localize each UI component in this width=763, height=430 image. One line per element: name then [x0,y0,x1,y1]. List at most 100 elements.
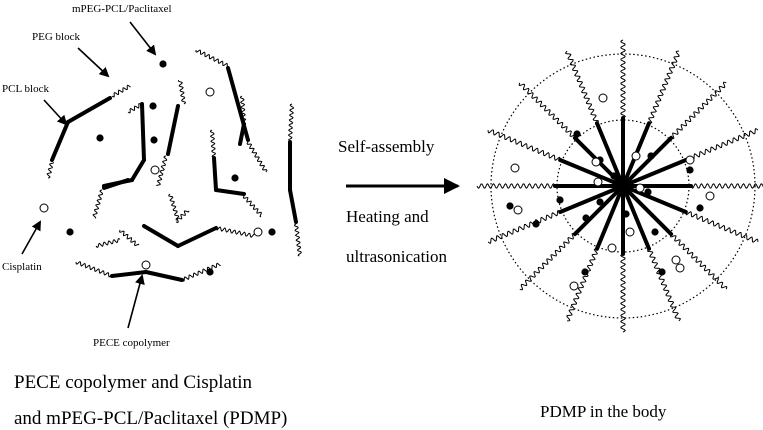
peg-block-chain [95,237,121,248]
pcl-block-segment [166,104,180,156]
pcl-block-segment [212,156,218,192]
peg-block-chain [210,129,217,159]
cisplatin-circle [671,255,681,265]
cisplatin-circle [631,151,641,161]
caption-right: PDMP in the body [540,402,667,421]
cisplatin-circle [141,260,151,270]
corona-peg-chain [685,211,759,243]
paclitaxel-dot [150,136,158,144]
corona-peg-chain [487,210,561,244]
paclitaxel-dot [622,210,630,218]
cisplatin-label-arrow [21,220,41,255]
pcl-block-segment [110,270,148,278]
peg-block-chain [195,49,228,68]
pcl-block-segment [214,188,246,196]
peg-block-chain [168,193,180,221]
cisplatin-circle [510,163,520,173]
core-pcl-arm [594,184,625,251]
corona-peg-chain [669,233,728,290]
paclitaxel-dot [651,228,659,236]
cisplatin-circle [607,243,617,253]
peg-block-chain [119,229,140,247]
cisplatin-circle [205,87,215,97]
label-arrows [21,21,157,329]
paclitaxel-dot [610,172,618,180]
pcl-block-segment [140,102,146,162]
core-pcl-arm [594,121,625,188]
paclitaxel-dot [647,152,655,160]
caption-left-line1: PECE copolymer and Cisplatin [14,372,253,393]
pcl-block-segment [176,226,218,248]
cisplatin-circle [593,177,603,187]
corona-peg-chain [518,82,577,139]
cisplatin-circle [675,263,685,273]
core-pcl-arm [621,184,674,237]
cisplatin-circle [625,227,635,237]
corona-peg-chain [648,50,680,124]
cisplatin-circle [569,281,579,291]
paclitaxel-dot [268,228,276,236]
paclitaxel-dot [506,202,514,210]
pcl-block-segment [226,66,250,142]
paclitaxel-dot [206,268,214,276]
pcl-block-segment [50,120,70,162]
peg-label-arrow [77,47,110,78]
corona-peg-chain [487,129,561,161]
cisplatin-circle [635,183,645,193]
corona-peg-chain [647,248,681,322]
corona-peg-chain [690,183,763,189]
self-assembly-label: Self-assembly [338,137,435,156]
pece-copolymer-label: PECE copolymer [93,337,170,349]
core-pcl-arm [572,184,625,237]
peg-block-chain [242,195,262,218]
corona-peg-chain [566,248,598,322]
peg-block-label: PEG block [32,31,80,43]
core-pcl-arm [621,135,674,188]
peg-block-chain [127,102,144,114]
corona-peg-chain [620,39,626,119]
corona-peg-chain [670,81,727,140]
paclitaxel-dot [644,188,652,196]
paclitaxel-dot [582,214,590,222]
peg-block-chain [239,95,247,123]
peg-block-chain [175,210,190,224]
core-pcl-arm [621,184,688,215]
heating-label-line1: Heating and [346,207,429,226]
corona-peg-chain [519,232,576,291]
paclitaxel-dot [231,174,239,182]
mpeg-label-arrow [129,21,157,56]
peg-block-chain [287,103,295,141]
pcl-block-segment [66,96,112,124]
cisplatin-label: Cisplatin [2,261,42,273]
pcl-label-arrow [43,99,68,126]
paclitaxel-dot [159,60,167,68]
cisplatin-circle [513,205,523,215]
micelle-outer-boundary [490,53,756,319]
paclitaxel-dot [696,204,704,212]
core-pcl-arm [558,184,625,215]
peg-block-chain [156,155,168,187]
paclitaxel-dot [658,268,666,276]
left-panel-mixture [39,49,302,282]
paclitaxel-dot [66,228,74,236]
cisplatin-circle [150,165,160,175]
corona-peg-chain [565,50,599,124]
mpeg-label: mPEG-PCL/Paclitaxel [72,3,172,15]
paclitaxel-dot [532,220,540,228]
pcl-block-segment [142,224,180,248]
cisplatin-circle [39,203,49,213]
pcl-block-segment [238,122,246,146]
peg-block-chain [215,226,255,238]
paclitaxel-dot [149,102,157,110]
peg-block-chain [181,262,221,282]
peg-block-chain [75,261,113,278]
paclitaxel-dot [573,130,581,138]
peg-block-chain [246,141,268,173]
pcl-block-segment [144,270,184,282]
core-pcl-arm [621,184,652,251]
paclitaxel-dot [556,196,564,204]
pcl-block-label: PCL block [2,83,49,95]
cisplatin-circle [598,93,608,103]
corona-peg-chain [685,128,759,162]
paclitaxel-dot [96,134,104,142]
